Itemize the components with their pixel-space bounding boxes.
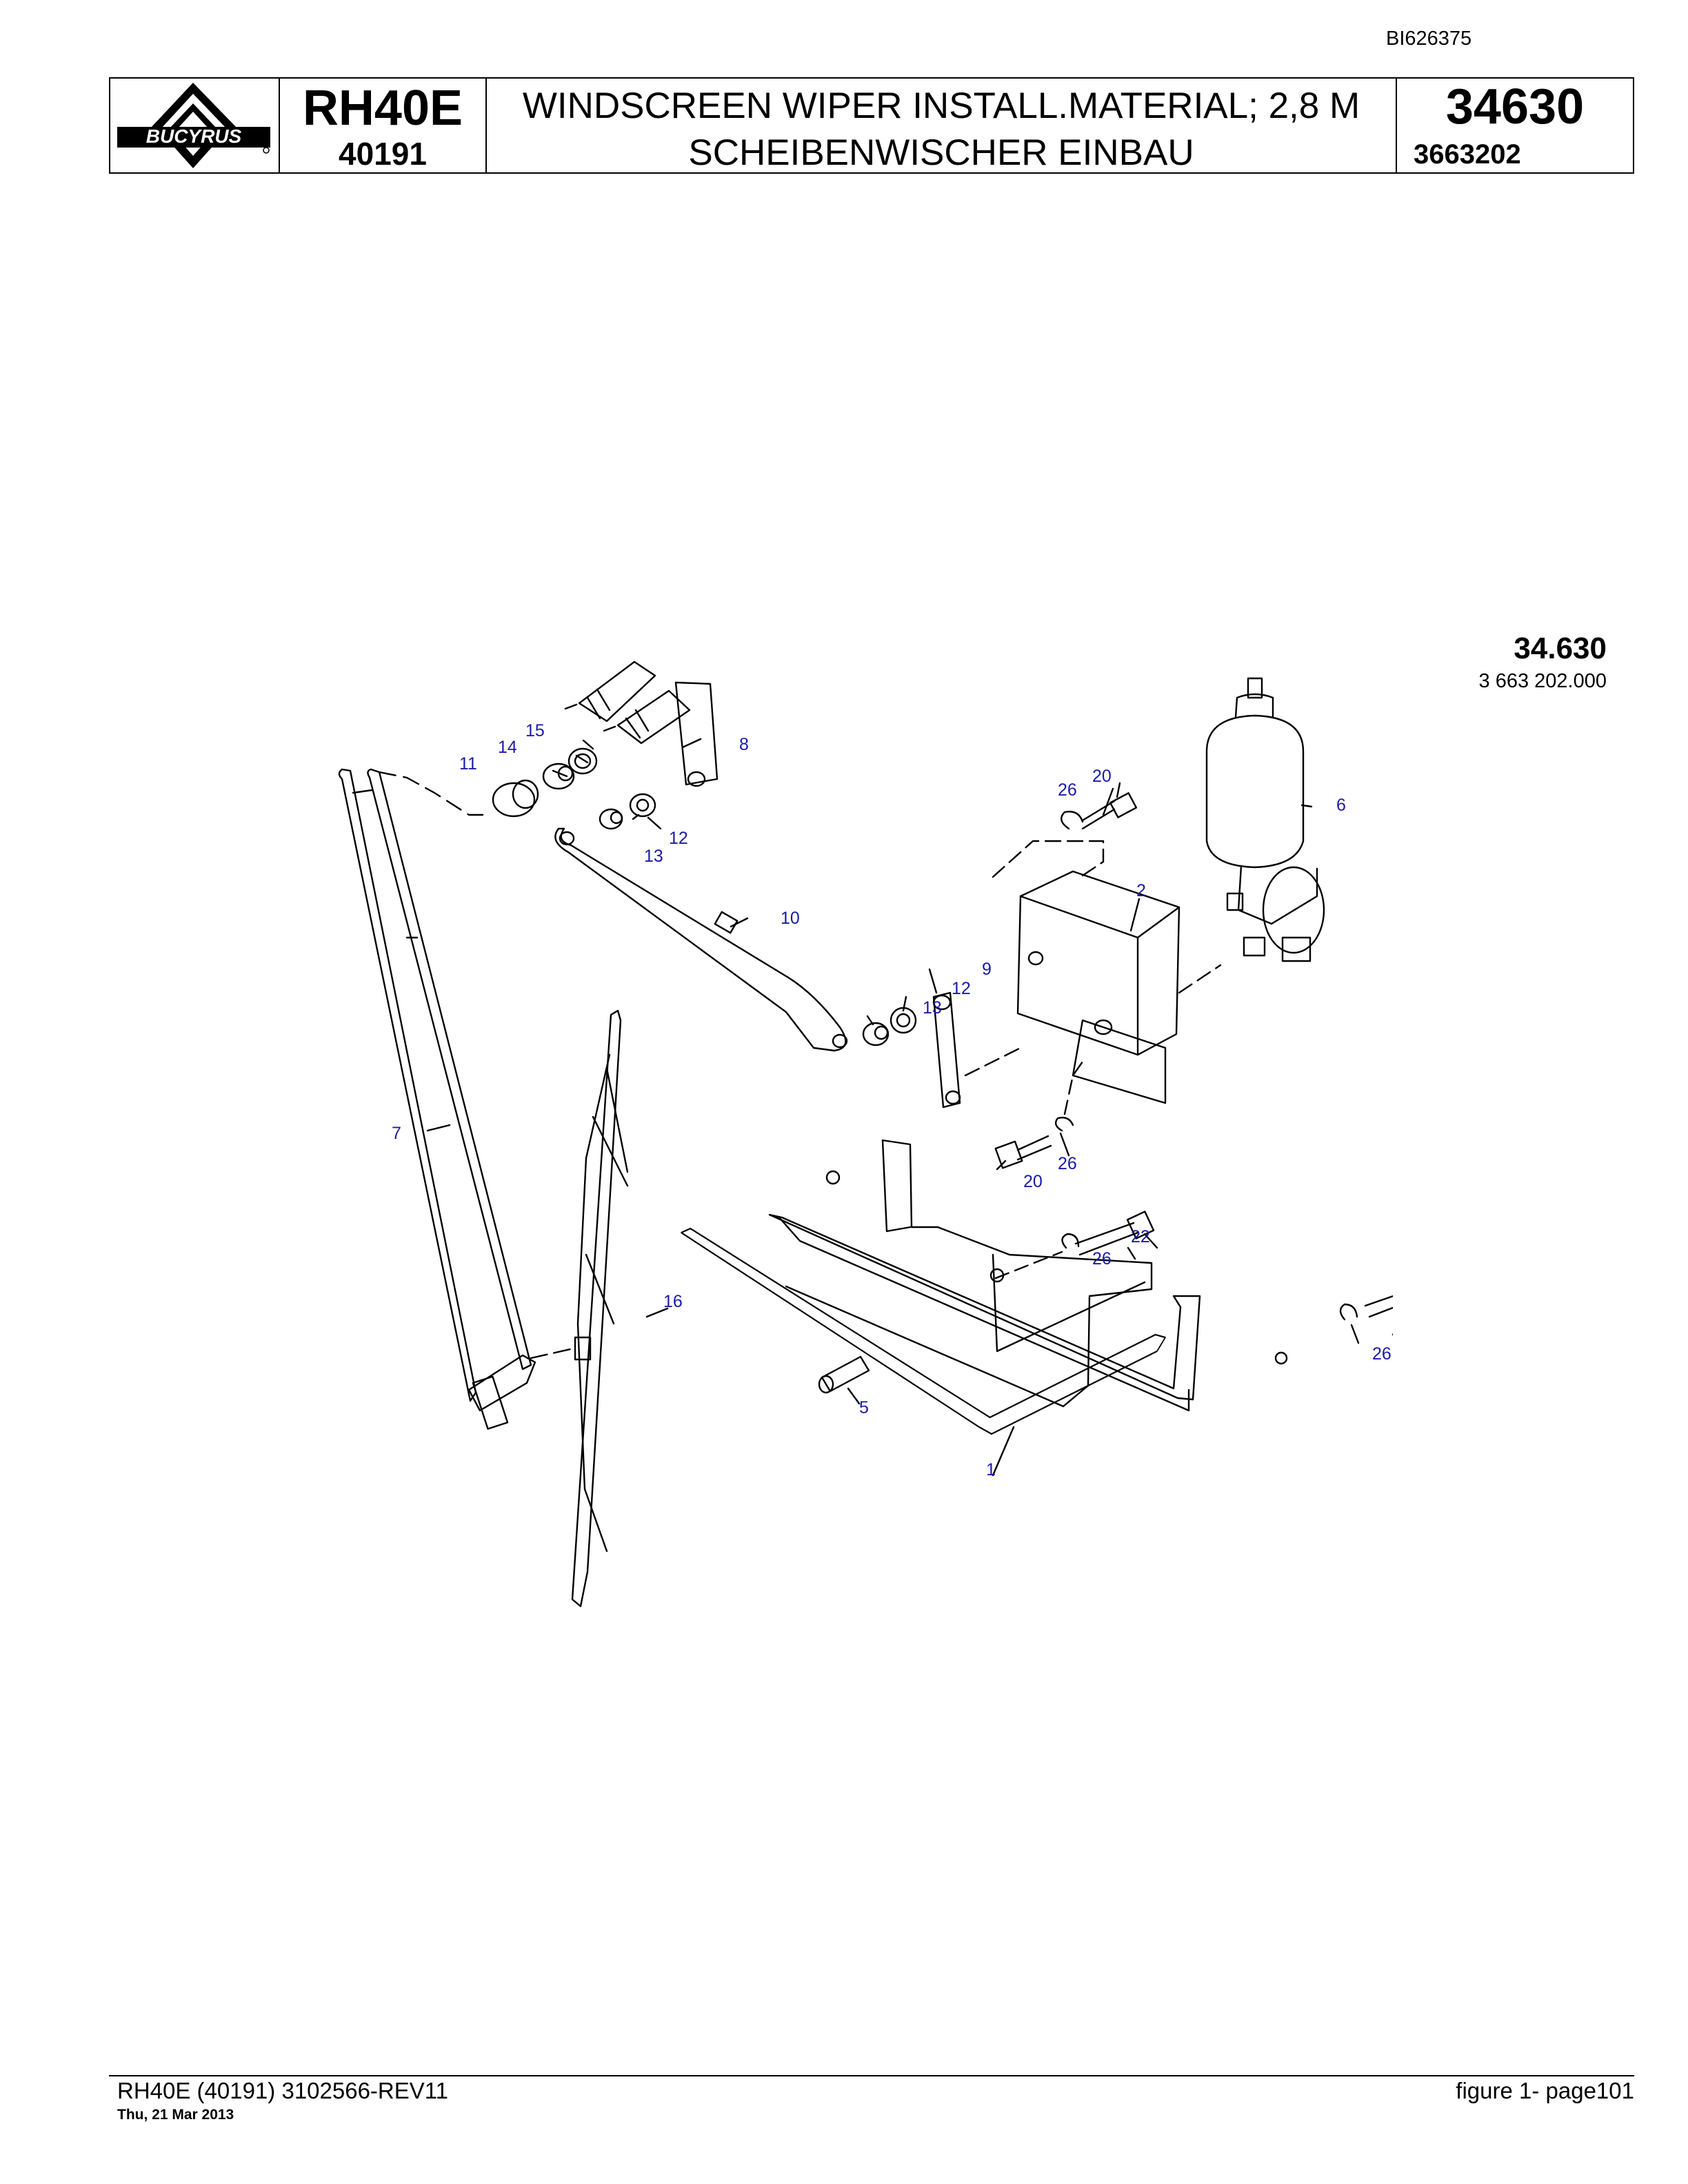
nut-14	[542, 762, 575, 790]
lock-washer-26-right	[1339, 1303, 1358, 1321]
footer-document-ref: RH40E (40191) 3102566-REV11	[117, 2078, 449, 2103]
logo-cell: BUCYRUS	[110, 79, 280, 172]
callout-26-right: 26	[1372, 1344, 1391, 1364]
washer-12-upper	[629, 793, 656, 818]
model-cell: RH40E 40191	[280, 79, 487, 172]
document-id: BI626375	[1386, 28, 1472, 50]
callout-16: 16	[663, 1292, 683, 1311]
callout-2: 2	[1136, 881, 1146, 900]
number-cell: 34630 3663202	[1397, 79, 1633, 172]
callout-11: 11	[459, 754, 477, 774]
title-cell: WINDSCREEN WIPER INSTALL.MATERIAL; 2,8 M…	[487, 79, 1397, 173]
group-number: 34630	[1445, 79, 1585, 134]
lock-washer-26-lower	[1061, 1233, 1080, 1249]
bracket-8	[564, 660, 719, 787]
spacer-5	[818, 1355, 870, 1394]
bushing-13-lower	[862, 1022, 890, 1046]
callout-7: 7	[392, 1124, 401, 1143]
lock-washer-26-top	[1061, 811, 1084, 830]
callout-20-top: 20	[1092, 767, 1112, 786]
wiper-blade-16	[571, 1009, 629, 1608]
callout-20-middle: 20	[1023, 1172, 1043, 1191]
callout-26-middle: 26	[1058, 1154, 1077, 1173]
callout-13-upper: 13	[644, 847, 663, 866]
washer-15	[567, 747, 598, 775]
tray-1	[681, 1139, 1288, 1435]
callout-10: 10	[781, 909, 800, 928]
link-rod-10	[554, 827, 848, 1052]
callout-12-lower: 12	[952, 979, 971, 998]
screw-20-right	[1364, 1295, 1393, 1318]
model-code: RH40E	[302, 81, 463, 136]
callout-13-lower: 13	[923, 998, 942, 1018]
wiper-arm-7	[338, 768, 536, 1430]
screw-20-top	[1081, 792, 1138, 830]
callout-26-top: 26	[1058, 780, 1077, 800]
wiper-motor-6	[1205, 677, 1325, 962]
washer-12-lower	[890, 1007, 917, 1034]
bucyrus-logo: BUCYRUS	[117, 83, 270, 168]
callout-14: 14	[498, 738, 517, 757]
logo-text: BUCYRUS	[146, 125, 242, 147]
model-serial: 40191	[339, 136, 427, 172]
callout-15: 15	[525, 721, 545, 740]
callout-12-upper: 12	[669, 829, 688, 848]
motor-bracket-2	[1016, 870, 1180, 1104]
callout-22: 22	[1131, 1227, 1150, 1246]
lock-washer-26-middle	[1054, 1116, 1074, 1132]
footer-date: Thu, 21 Mar 2013	[117, 2107, 234, 2123]
callout-6: 6	[1336, 796, 1346, 815]
callout-1: 1	[986, 1460, 996, 1479]
crank-9	[932, 991, 961, 1109]
callout-9: 9	[982, 960, 992, 979]
title-english: WINDSCREEN WIPER INSTALL.MATERIAL; 2,8 M	[522, 85, 1360, 126]
part-number: 3663202	[1414, 139, 1521, 170]
callout-26-lower: 26	[1092, 1249, 1112, 1268]
footer-page-ref: figure 1- page101	[1456, 2078, 1634, 2103]
exploded-parts-drawing: 15 14 11 8 12 13 10 9 12 13 20 26 6 2 7 …	[338, 660, 1393, 1608]
nut-11	[492, 779, 539, 818]
drawing-part-number: 3 663 202.000	[1478, 670, 1607, 692]
bushing-13-upper	[599, 808, 623, 830]
header-table: BUCYRUS RH40E 40191 WINDSCREEN WIPER INS…	[109, 77, 1634, 174]
footer-rule	[109, 2075, 1634, 2076]
screw-20-middle	[994, 1135, 1052, 1169]
callout-5: 5	[859, 1398, 869, 1417]
callout-8: 8	[739, 735, 749, 754]
drawing-group-number: 34.630	[1514, 631, 1607, 665]
title-german: SCHEIBENWISCHER EINBAU	[688, 132, 1194, 173]
